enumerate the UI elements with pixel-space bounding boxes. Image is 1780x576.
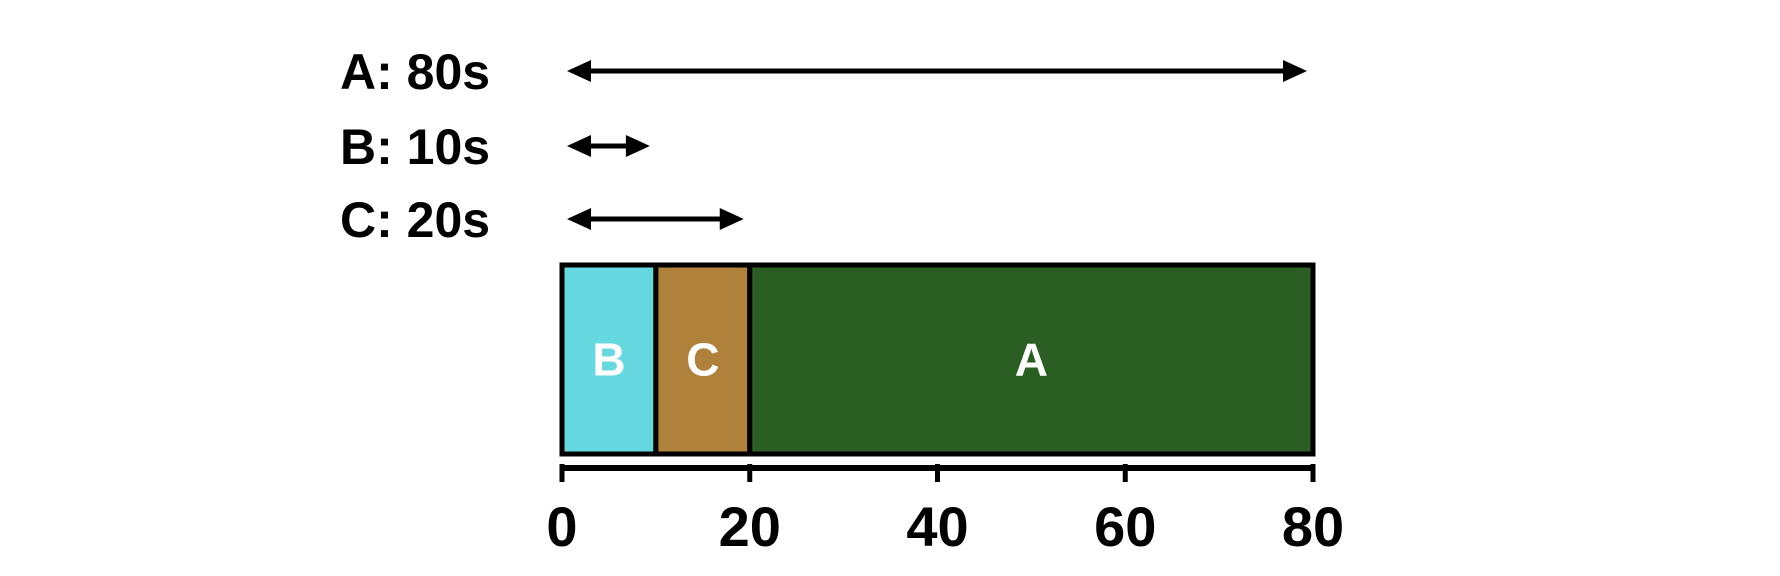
segment-block <box>653 262 753 457</box>
job-duration-list: A: 80s B: 10s C: 20s <box>340 44 1307 248</box>
job-label: C: 20s <box>340 192 490 248</box>
axis-tick-label: 20 <box>719 495 781 558</box>
segment-block <box>559 262 659 457</box>
segment-a: A <box>747 262 1316 457</box>
segment-label: A <box>1015 334 1048 386</box>
segment-label: B <box>592 334 625 386</box>
segment-c: C <box>653 262 753 457</box>
axis-tick-label: 60 <box>1094 495 1156 558</box>
arrow-right-icon <box>1283 60 1307 82</box>
job-label: B: 10s <box>340 119 490 175</box>
job-row-b: B: 10s <box>340 119 650 175</box>
arrow-left-icon <box>567 135 591 157</box>
segment-b: B <box>559 262 659 457</box>
time-axis: 0 20 40 60 80 <box>546 464 1344 558</box>
arrow-left-icon <box>567 208 591 230</box>
job-row-a: A: 80s <box>340 44 1307 100</box>
axis-tick-label: 0 <box>546 495 577 558</box>
arrow-right-icon <box>719 208 744 230</box>
arrow-left-icon <box>567 60 591 82</box>
segment-block <box>747 262 1316 457</box>
axis-tick-label: 80 <box>1282 495 1344 558</box>
segment-label: C <box>686 334 719 386</box>
axis-tick-label: 40 <box>906 495 968 558</box>
job-row-c: C: 20s <box>340 192 744 248</box>
job-label: A: 80s <box>340 44 490 100</box>
arrow-right-icon <box>625 135 650 157</box>
